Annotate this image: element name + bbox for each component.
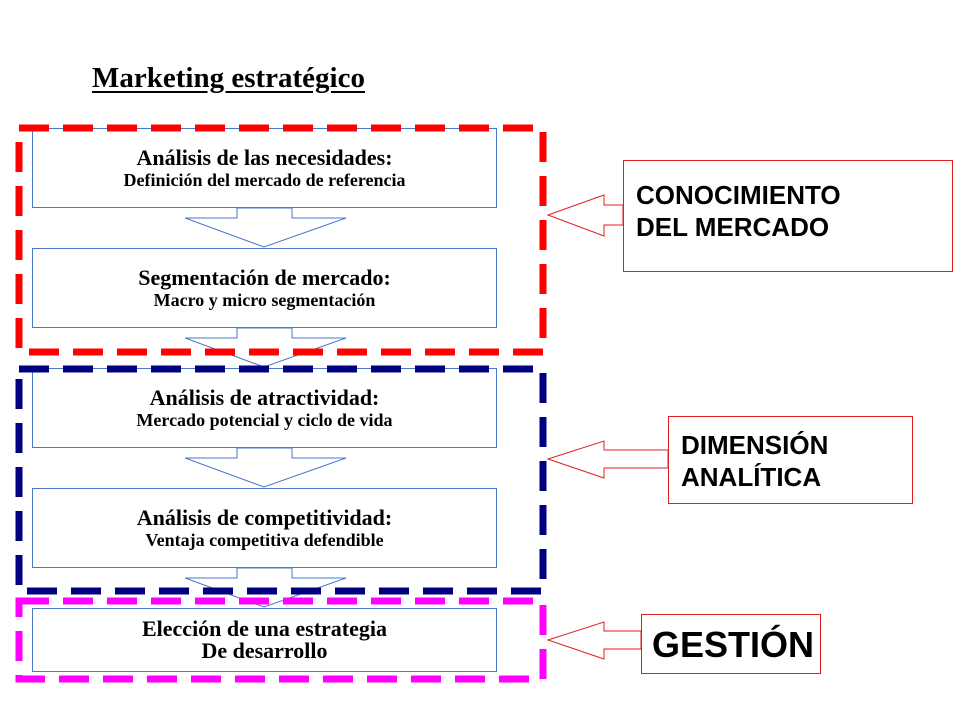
step-competitiveness-analysis: Análisis de competitividad: Ventaja comp… <box>32 488 497 568</box>
step-strategy-choice-title: Elección de una estrategia <box>141 616 388 641</box>
callout-analytical-dimension-line2: ANALÍTICA <box>681 462 822 492</box>
step-needs-analysis: Análisis de las necesidades: Definición … <box>32 128 497 208</box>
callout-market-knowledge: CONOCIMIENTO DEL MERCADO <box>623 160 953 272</box>
step-strategy-choice-subtitle: De desarrollo <box>201 638 328 663</box>
step-strategy-choice: Elección de una estrategia De desarrollo <box>32 608 497 672</box>
group-outline-analytical <box>15 365 547 595</box>
step-market-segmentation: Segmentación de mercado: Macro y micro s… <box>32 248 497 328</box>
flow-arrow-1 <box>184 207 347 248</box>
callout-management: GESTIÓN <box>641 614 821 674</box>
step-market-segmentation-title: Segmentación de mercado: <box>138 264 391 290</box>
group-outline-knowledge <box>15 124 547 356</box>
callout-management-label: GESTIÓN <box>652 624 815 665</box>
step-attractiveness-analysis-title: Análisis de atractividad: <box>149 384 380 410</box>
diagram-title: Marketing estratégico <box>92 62 365 94</box>
flow-arrow-3 <box>184 447 347 488</box>
step-attractiveness-analysis-subtitle: Mercado potencial y ciclo de vida <box>136 409 393 430</box>
callout-arrow-analytical <box>546 440 669 479</box>
callout-analytical-dimension: DIMENSIÓN ANALÍTICA <box>668 416 913 504</box>
step-competitiveness-analysis-subtitle: Ventaja competitiva defendible <box>145 529 384 550</box>
step-needs-analysis-subtitle: Definición del mercado de referencia <box>123 169 406 190</box>
step-market-segmentation-subtitle: Macro y micro segmentación <box>153 289 376 310</box>
step-competitiveness-analysis-title: Análisis de competitividad: <box>136 504 393 530</box>
callout-arrow-management <box>546 621 642 660</box>
callout-analytical-dimension-line1: DIMENSIÓN <box>681 430 829 460</box>
callout-market-knowledge-line2: DEL MERCADO <box>636 212 830 242</box>
flow-arrow-2 <box>184 327 347 368</box>
callout-market-knowledge-line1: CONOCIMIENTO <box>636 180 841 210</box>
step-attractiveness-analysis: Análisis de atractividad: Mercado potenc… <box>32 368 497 448</box>
step-needs-analysis-title: Análisis de las necesidades: <box>136 144 393 170</box>
callout-arrow-knowledge <box>546 194 624 237</box>
group-outline-management <box>15 597 547 683</box>
